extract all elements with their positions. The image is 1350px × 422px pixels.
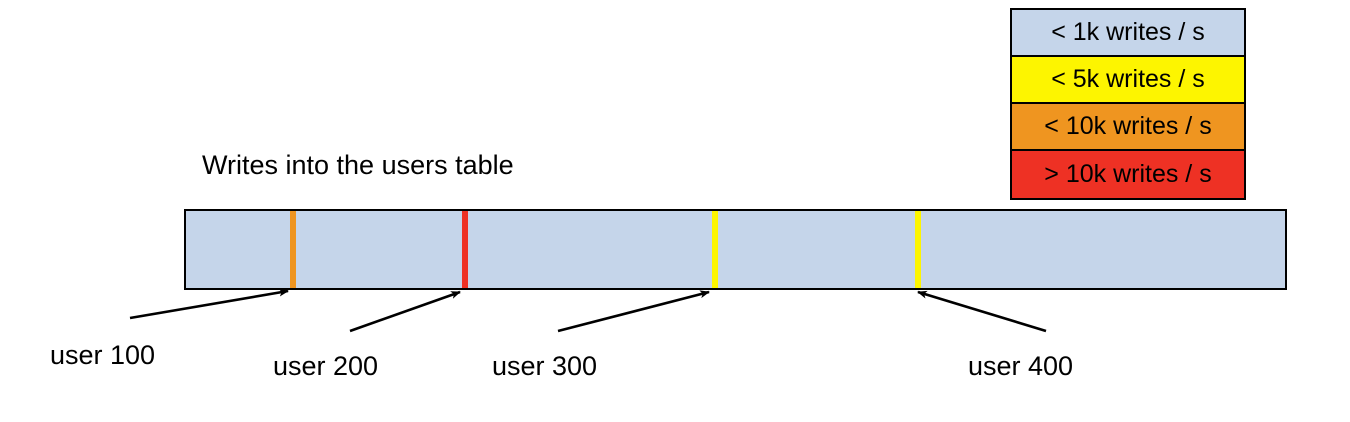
legend-row-over-10k: > 10k writes / s [1012,151,1244,198]
user-400-marker-stripe [915,211,921,288]
legend-label-under-10k: < 10k writes / s [1044,112,1212,140]
user-300-marker-stripe [712,211,718,288]
users-table-keyspace-bar [184,209,1287,290]
legend-label-under-5k: < 5k writes / s [1051,65,1205,93]
legend-label-under-1k: < 1k writes / s [1051,18,1205,46]
arrow-user-200 [349,290,461,333]
annotation-label-user-100: user 100 [50,340,156,370]
legend-row-under-10k: < 10k writes / s [1012,104,1244,151]
annotation-label-user-400: user 400 [968,351,1074,381]
user-200-marker-stripe [462,211,468,288]
legend-row-under-1k: < 1k writes / s [1012,10,1244,57]
arrow-user-400 [917,290,1047,333]
annotation-label-user-300: user 300 [492,351,598,381]
legend: < 1k writes / s < 5k writes / s < 10k wr… [1010,8,1246,200]
chart-title: Writes into the users table [202,150,514,180]
annotation-label-user-200: user 200 [273,351,379,381]
arrow-user-300 [557,290,710,333]
legend-row-under-5k: < 5k writes / s [1012,57,1244,104]
user-100-marker-stripe [290,211,296,288]
arrow-user-100 [129,288,289,320]
legend-label-over-10k: > 10k writes / s [1044,160,1212,188]
